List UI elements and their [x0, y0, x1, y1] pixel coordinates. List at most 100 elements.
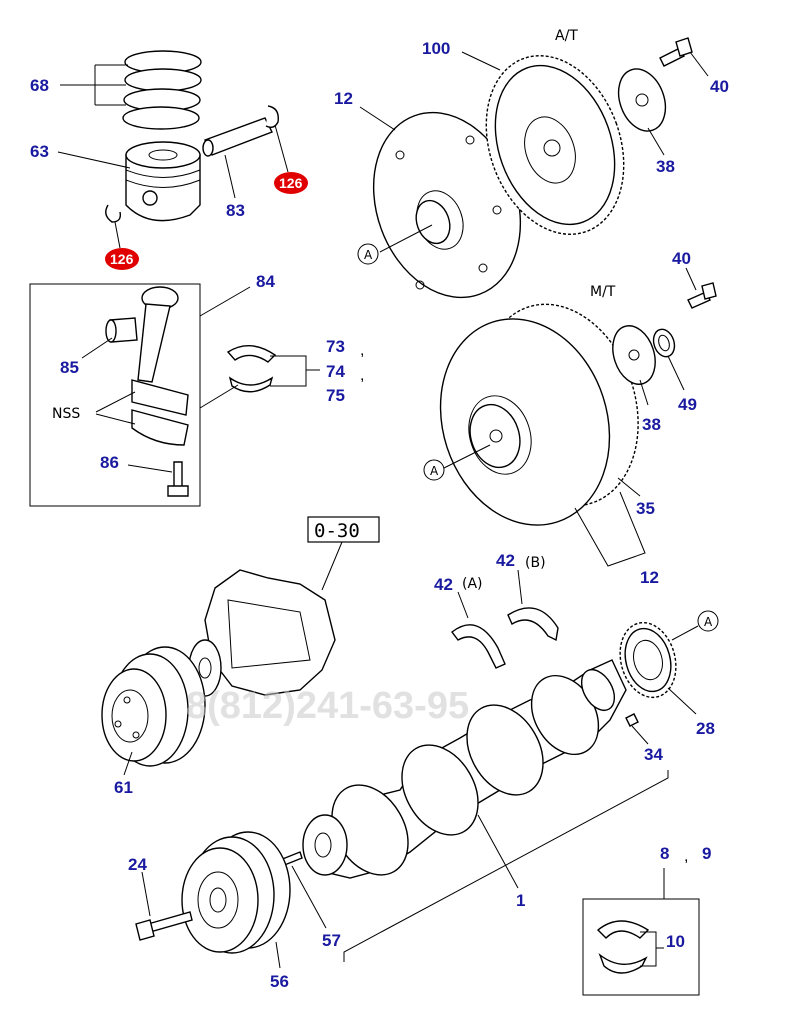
piston-pin: [202, 117, 273, 157]
bolt-at: [659, 37, 693, 67]
callout-63: 63: [30, 142, 49, 161]
callout-thrust-washer-b: 42 (B): [496, 551, 546, 605]
page-reference-label[interactable]: 0-30: [314, 520, 360, 542]
conrod-bushing: [105, 317, 138, 343]
callout-75: 75: [326, 386, 345, 405]
svg-text:A: A: [704, 615, 713, 629]
piston-rings: [122, 50, 202, 130]
callout-main-bearings: 8 , 9: [660, 844, 711, 899]
callout-thrust-washer-a: 42 (A): [434, 575, 483, 619]
key: [625, 713, 639, 727]
main-bearing-box: [582, 898, 700, 996]
callout-84: 84: [256, 272, 275, 291]
callout-12-at: 12: [334, 89, 353, 108]
callout-35: 35: [636, 499, 655, 518]
nss-label: NSS: [52, 406, 80, 422]
callout-74: 74: [326, 362, 345, 381]
callout-10: 10: [666, 932, 685, 951]
main-bearings: [596, 920, 650, 974]
mt-label: M/T: [590, 284, 616, 300]
callout-42-b: 42: [496, 551, 515, 570]
callout-49: 49: [678, 395, 697, 414]
callout-snap-ring-right: 126: [274, 124, 308, 194]
callout-washer-at: 38: [647, 127, 675, 176]
callout-73: 73: [326, 337, 345, 356]
conrod-group-box: [29, 283, 201, 507]
callout-bolt-mt: 40: [672, 249, 697, 291]
svg-text:,: ,: [684, 848, 688, 865]
variant-a-label: (A): [462, 576, 483, 592]
callout-ring-gear-at: 100: [422, 39, 501, 71]
snap-ring-left: [105, 204, 122, 223]
svg-text:,: ,: [360, 342, 364, 359]
washer-plate-mt: [612, 325, 656, 385]
pulley-bolt: [135, 911, 193, 941]
callout-conrod-bushing: 85: [60, 337, 113, 377]
flywheel-mt: [439, 303, 639, 526]
svg-text:,: ,: [360, 367, 364, 384]
callout-conrod-assembly: 84: [199, 272, 275, 317]
flex-plate: [372, 111, 522, 299]
crank-gear: [619, 621, 677, 699]
callout-key: 34: [631, 725, 663, 764]
callout-fan-pulley: 61: [114, 751, 133, 797]
callout-rod-bearings: 73 , 74 , 75: [270, 337, 364, 405]
snap-ring-right: [265, 105, 279, 129]
ref-a-mt: A: [423, 444, 491, 481]
at-label: A/T: [555, 28, 578, 44]
callout-56: 56: [270, 972, 289, 991]
callout-main-bearing-set: 10: [640, 931, 685, 967]
connecting-rod: [131, 286, 189, 446]
callout-86: 86: [100, 453, 119, 472]
damper-pulley: [181, 831, 291, 954]
callout-crankshaft: 1: [477, 814, 525, 910]
badge-126-left: 126: [110, 251, 134, 267]
ref-a-gear: A: [671, 610, 719, 641]
pump-housing: [188, 569, 336, 697]
callout-pulley-bolt: 24: [128, 855, 151, 917]
callout-12-mt: 12: [640, 568, 659, 587]
crankshaft: [319, 659, 627, 879]
callout-68: 68: [30, 76, 49, 95]
callout-1: 1: [516, 891, 525, 910]
watermark-phone: 8(812)241-63-95: [186, 685, 469, 727]
svg-text:A: A: [364, 248, 373, 262]
callout-40-mt: 40: [672, 249, 691, 268]
callout-40-at: 40: [710, 77, 729, 96]
callout-flywheel-mt: 35: [617, 477, 655, 518]
crank-nose: [302, 814, 348, 876]
callout-bolt-at: 40: [689, 51, 729, 96]
callout-42-a: 42: [434, 575, 453, 594]
page-reference[interactable]: 0-30: [307, 516, 380, 543]
callout-flex-plate: 12: [334, 89, 396, 131]
ring-gear-at: [485, 55, 625, 235]
callout-pin: 57: [291, 865, 341, 950]
callout-28: 28: [696, 719, 715, 738]
callout-piston-rings: 68: [30, 64, 128, 106]
washer-plate-at: [617, 68, 667, 132]
callout-38-mt: 38: [642, 415, 661, 434]
bolt-mt: [687, 282, 717, 309]
variant-b-label: (B): [525, 555, 546, 571]
callout-8: 8: [660, 844, 669, 863]
piston: [125, 141, 201, 222]
callout-pilot-bearing: 49: [667, 355, 697, 414]
callout-damper-pulley: 56: [270, 941, 289, 991]
svg-text:A: A: [430, 464, 439, 478]
callout-100: 100: [422, 39, 450, 58]
callout-9: 9: [702, 844, 711, 863]
thrust-washer-b: [507, 607, 559, 642]
badge-126-right: 126: [279, 175, 303, 191]
callout-83: 83: [226, 201, 245, 220]
callout-38-at: 38: [656, 157, 675, 176]
callout-washer-mt: 38: [639, 379, 661, 434]
callout-85: 85: [60, 358, 79, 377]
ref-a-at: A: [357, 224, 433, 265]
bracket-crankshaft: [343, 770, 669, 962]
callout-piston-pin: 83: [224, 154, 245, 220]
callout-61: 61: [114, 778, 133, 797]
callout-snap-ring-left: 126: [105, 221, 139, 270]
thrust-washer-a: [451, 624, 506, 669]
callout-conrod-bolt: 86: [100, 453, 173, 473]
